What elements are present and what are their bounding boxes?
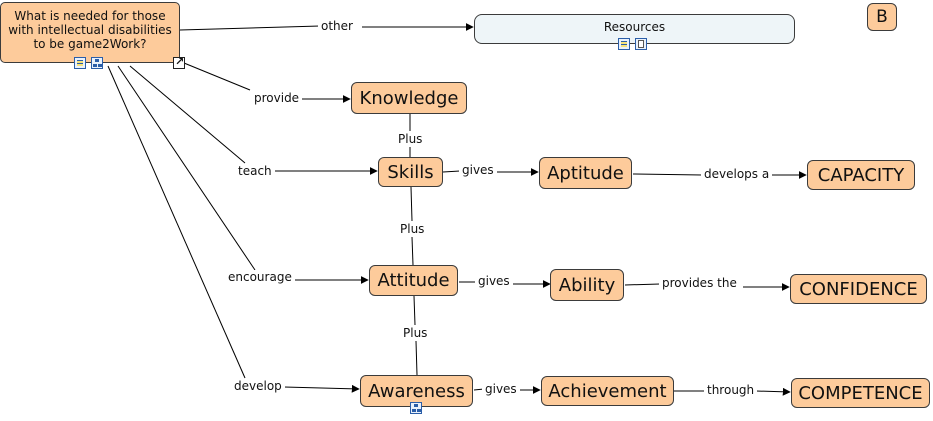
link-label-provides-the[interactable]: provides the bbox=[659, 276, 740, 290]
link-label-through[interactable]: through bbox=[704, 383, 758, 397]
open-external-icon[interactable] bbox=[173, 55, 185, 69]
concept-map-icon[interactable] bbox=[410, 402, 422, 414]
confidence-node[interactable]: CONFIDENCE bbox=[790, 274, 927, 304]
line-root-teach bbox=[129, 65, 246, 164]
ability-node[interactable]: Ability bbox=[550, 269, 624, 301]
link-label-develops-a[interactable]: develops a bbox=[701, 167, 773, 181]
arrow-through-competence bbox=[755, 387, 791, 396]
knowledge-text: Knowledge bbox=[359, 87, 459, 109]
link-label-plus-knowledge-skills[interactable]: Plus bbox=[395, 132, 426, 146]
achievement-text: Achievement bbox=[548, 380, 667, 402]
skills-node[interactable]: Skills bbox=[378, 157, 443, 187]
link-label-encourage[interactable]: encourage bbox=[225, 270, 295, 284]
link-label-develop[interactable]: develop bbox=[231, 379, 285, 393]
b-text: B bbox=[876, 7, 888, 27]
ability-text: Ability bbox=[558, 274, 616, 296]
line-skills-plus bbox=[410, 186, 413, 222]
attitude-text: Attitude bbox=[377, 270, 450, 291]
document-list-icon[interactable] bbox=[618, 38, 630, 50]
line-root-provide bbox=[183, 62, 251, 91]
competence-node[interactable]: COMPETENCE bbox=[791, 378, 930, 408]
link-label-gives-awareness[interactable]: gives bbox=[482, 382, 520, 396]
aptitude-text: Aptitude bbox=[547, 162, 624, 184]
concept-map-icon[interactable] bbox=[91, 57, 103, 69]
confidence-text: CONFIDENCE bbox=[799, 278, 918, 300]
line-root-encourage bbox=[117, 65, 256, 271]
resources-text: Resources bbox=[603, 20, 666, 34]
capacity-text: CAPACITY bbox=[817, 164, 905, 186]
aptitude-node[interactable]: Aptitude bbox=[539, 157, 632, 189]
competence-text: COMPETENCE bbox=[798, 382, 923, 404]
achievement-node[interactable]: Achievement bbox=[541, 376, 674, 406]
root-question-text: What is needed for those with intellectu… bbox=[8, 9, 172, 51]
link-label-gives-attitude[interactable]: gives bbox=[475, 274, 513, 288]
awareness-node[interactable]: Awareness bbox=[360, 375, 473, 407]
link-label-gives-skills[interactable]: gives bbox=[459, 163, 497, 177]
attitude-node[interactable]: Attitude bbox=[369, 265, 458, 296]
file-icon[interactable] bbox=[635, 38, 647, 50]
link-label-plus-attitude-awareness[interactable]: Plus bbox=[400, 326, 431, 340]
line-plus-awareness bbox=[415, 340, 418, 376]
line-attitude-plus bbox=[413, 295, 416, 326]
line-root-develop bbox=[107, 65, 246, 379]
link-label-other[interactable]: other bbox=[318, 19, 356, 33]
line-root-other bbox=[179, 25, 321, 31]
arrow-develop-awareness bbox=[283, 384, 360, 393]
root-question-node[interactable]: What is needed for those with intellectu… bbox=[0, 2, 180, 63]
line-ability-provides bbox=[624, 283, 661, 286]
skills-text: Skills bbox=[387, 161, 434, 183]
resources-node[interactable]: Resources bbox=[474, 14, 795, 44]
document-list-icon[interactable] bbox=[74, 57, 86, 69]
link-label-plus-skills-attitude[interactable]: Plus bbox=[397, 222, 428, 236]
knowledge-node[interactable]: Knowledge bbox=[351, 82, 467, 114]
line-aptitude-develops bbox=[632, 173, 703, 176]
awareness-text: Awareness bbox=[368, 380, 465, 402]
capacity-node[interactable]: CAPACITY bbox=[807, 160, 915, 190]
link-label-provide[interactable]: provide bbox=[251, 91, 303, 105]
b-node[interactable]: B bbox=[867, 3, 897, 31]
line-plus-attitude bbox=[411, 236, 414, 266]
link-label-teach[interactable]: teach bbox=[235, 164, 275, 178]
line-skills-gives bbox=[442, 170, 461, 173]
